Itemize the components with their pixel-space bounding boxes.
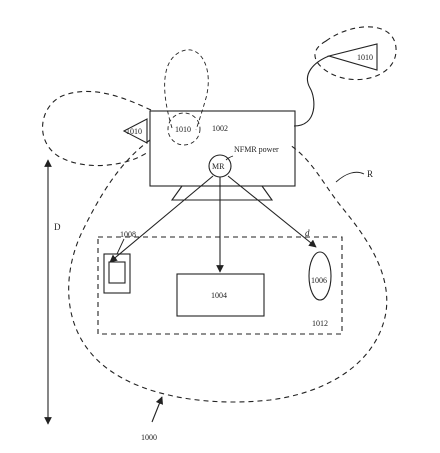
receiver-1008-screen <box>108 261 126 284</box>
host-stand <box>170 185 274 201</box>
system-label: 1000 <box>141 433 157 442</box>
loop-left <box>42 90 152 167</box>
receiver-1006-label: 1006 <box>311 276 327 285</box>
distance-d-label: d <box>305 228 310 238</box>
wire-to-node-1010-right <box>293 55 330 127</box>
nfmr-power-label: NFMR power <box>234 145 279 154</box>
loop-top <box>164 49 209 131</box>
node-1010-inner-circle <box>167 112 201 146</box>
range-label-leader <box>335 171 365 183</box>
receiver-1004-box <box>176 273 265 317</box>
node-1010-left-triangle <box>122 118 148 144</box>
node-1010-right-triangle <box>326 43 378 71</box>
host-device-box <box>149 110 296 187</box>
receiver-1008-leader <box>116 238 125 255</box>
node-1010-inner-label: 1010 <box>175 125 191 134</box>
power-arrow-to-1006 <box>227 175 317 248</box>
receiver-1004-label: 1004 <box>211 291 227 300</box>
node-1010-left-label: 1010 <box>126 127 142 136</box>
nfmr-leader <box>225 155 234 161</box>
distance-large-label: D <box>54 222 61 232</box>
range-label: R <box>367 169 373 179</box>
receiver-1008-label: 1008 <box>120 230 136 239</box>
magnetic-resonator-label: MR <box>212 162 225 171</box>
receiver-1008-body <box>103 253 131 294</box>
system-pointer-arrow <box>151 396 164 423</box>
node-1010-right-label: 1010 <box>357 53 373 62</box>
loop-top-right <box>314 26 397 80</box>
receiving-region-label: 1012 <box>312 319 328 328</box>
power-arrow-to-1008 <box>109 175 214 263</box>
host-device-label: 1002 <box>212 124 228 133</box>
receiver-1006-ellipse <box>308 251 332 301</box>
